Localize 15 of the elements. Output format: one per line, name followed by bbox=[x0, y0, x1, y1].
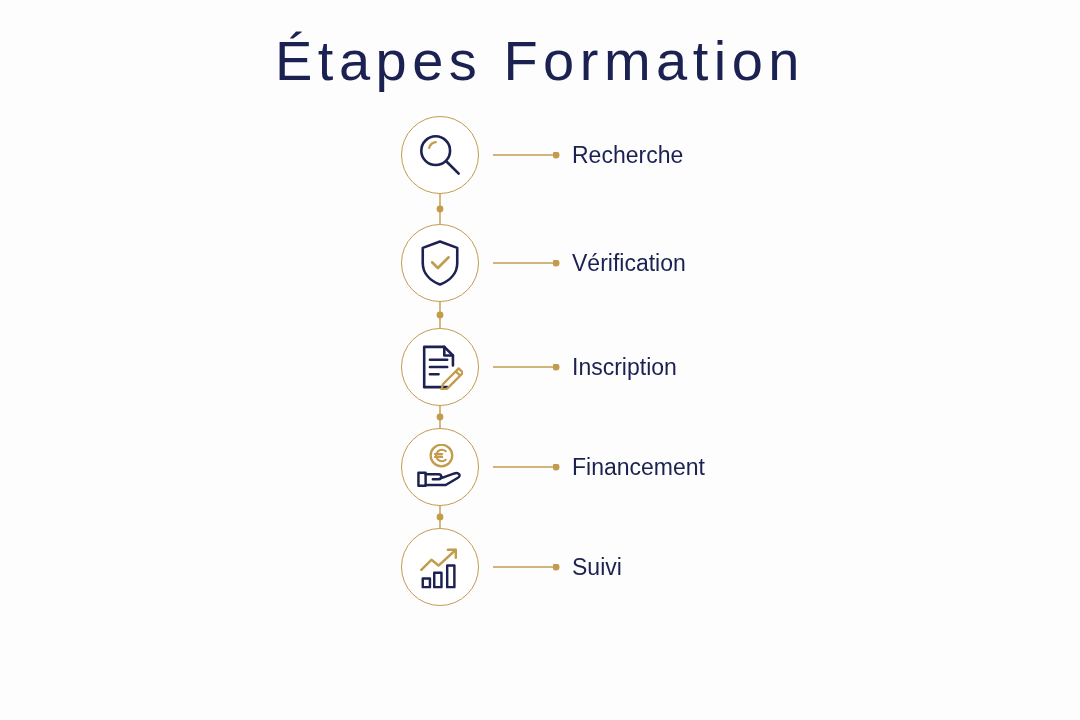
connector-line bbox=[492, 463, 560, 471]
step-label: Vérification bbox=[572, 248, 686, 278]
connector-line bbox=[439, 301, 441, 329]
step-label: Financement bbox=[572, 452, 705, 482]
connector-line bbox=[439, 193, 441, 225]
step-label: Recherche bbox=[572, 140, 684, 170]
connector-line bbox=[439, 405, 441, 429]
connector-line bbox=[492, 563, 560, 571]
connector-line bbox=[439, 505, 441, 529]
title: Étapes Formation bbox=[275, 28, 805, 94]
connector-line bbox=[492, 259, 560, 267]
step-label: Inscription bbox=[572, 352, 677, 382]
step-label: Suivi bbox=[572, 552, 622, 582]
connector-line bbox=[492, 363, 560, 371]
connector-line bbox=[492, 151, 560, 159]
